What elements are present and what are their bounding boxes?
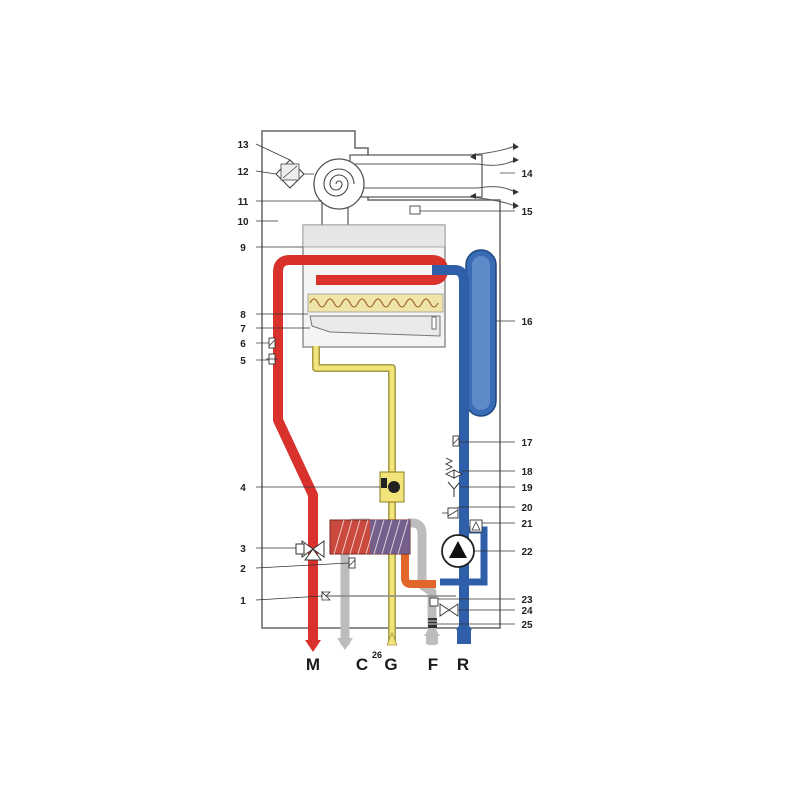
callout-15: 15 [521,207,533,218]
three-way-valve-icon [295,540,325,561]
callout-18: 18 [521,467,533,478]
callout-11: 11 [238,197,249,208]
callout-7: 7 [240,324,246,335]
fan-icon [313,158,365,231]
callout-5: 5 [240,356,246,367]
callout-26: 26 [372,650,382,660]
flow-outlet-arrow [305,640,321,652]
callout-13: 13 [237,140,249,151]
flue-sensor-icon [409,205,421,215]
flow-sensor-icon [266,353,278,365]
callout-25: 25 [521,620,533,631]
callout-9: 9 [240,243,246,254]
port-label-f: F [428,655,438,674]
return-pipe [432,265,469,642]
port-label-m: M [306,655,320,674]
safety-thermostat-icon [268,337,276,349]
drain-valve-icon [321,591,456,601]
return-temperature-sensor-icon [452,435,460,447]
callout-2: 2 [240,564,246,575]
cold-inlet-arrow [424,624,440,636]
dhw-outlet-arrow [337,638,353,650]
callout-3: 3 [240,544,246,555]
callout-1: 1 [240,596,246,607]
expansion-vessel [465,249,497,417]
callout-20: 20 [521,503,533,514]
automatic-air-vent-icon [469,519,483,533]
callout-10: 10 [237,217,249,228]
callout-leaders [255,143,515,625]
port-label-r: R [457,655,469,674]
pump-inlet-pipe [401,552,436,588]
safety-valve-icon [444,457,464,479]
flow-pipe [273,255,448,645]
callout-8: 8 [240,310,246,321]
callout-23: 23 [521,595,533,606]
drain-tap-icon [447,481,461,497]
gas-manifold-icon [309,315,441,337]
callout-21: 21 [521,519,533,530]
circulation-pump-icon [441,534,475,568]
callout-16: 16 [521,317,533,328]
cold-inlet-pipe [407,518,437,645]
flue-duct [349,143,519,209]
gas-valve-icon [379,471,405,503]
temperature-sensor-icon [348,557,356,569]
callout-12: 12 [237,167,249,178]
callout-24: 24 [521,606,533,617]
plate-heat-exchanger [329,519,411,555]
callout-6: 6 [240,339,246,350]
flow-switch-icon [429,597,439,607]
air-pressure-switch-icon [275,159,314,189]
inlet-filter-icon [428,618,437,628]
pressure-switch-icon [442,507,459,519]
callout-19: 19 [521,483,533,494]
port-label-c: C [356,655,368,674]
return-pipe-to-pump [440,526,488,586]
port-label-g: G [384,655,397,674]
callout-14: 14 [521,169,533,180]
burner-icon [307,293,444,313]
callout-4: 4 [240,483,246,494]
gas-inlet-arrow [386,631,398,646]
callout-22: 22 [521,547,533,558]
callout-17: 17 [521,438,533,449]
